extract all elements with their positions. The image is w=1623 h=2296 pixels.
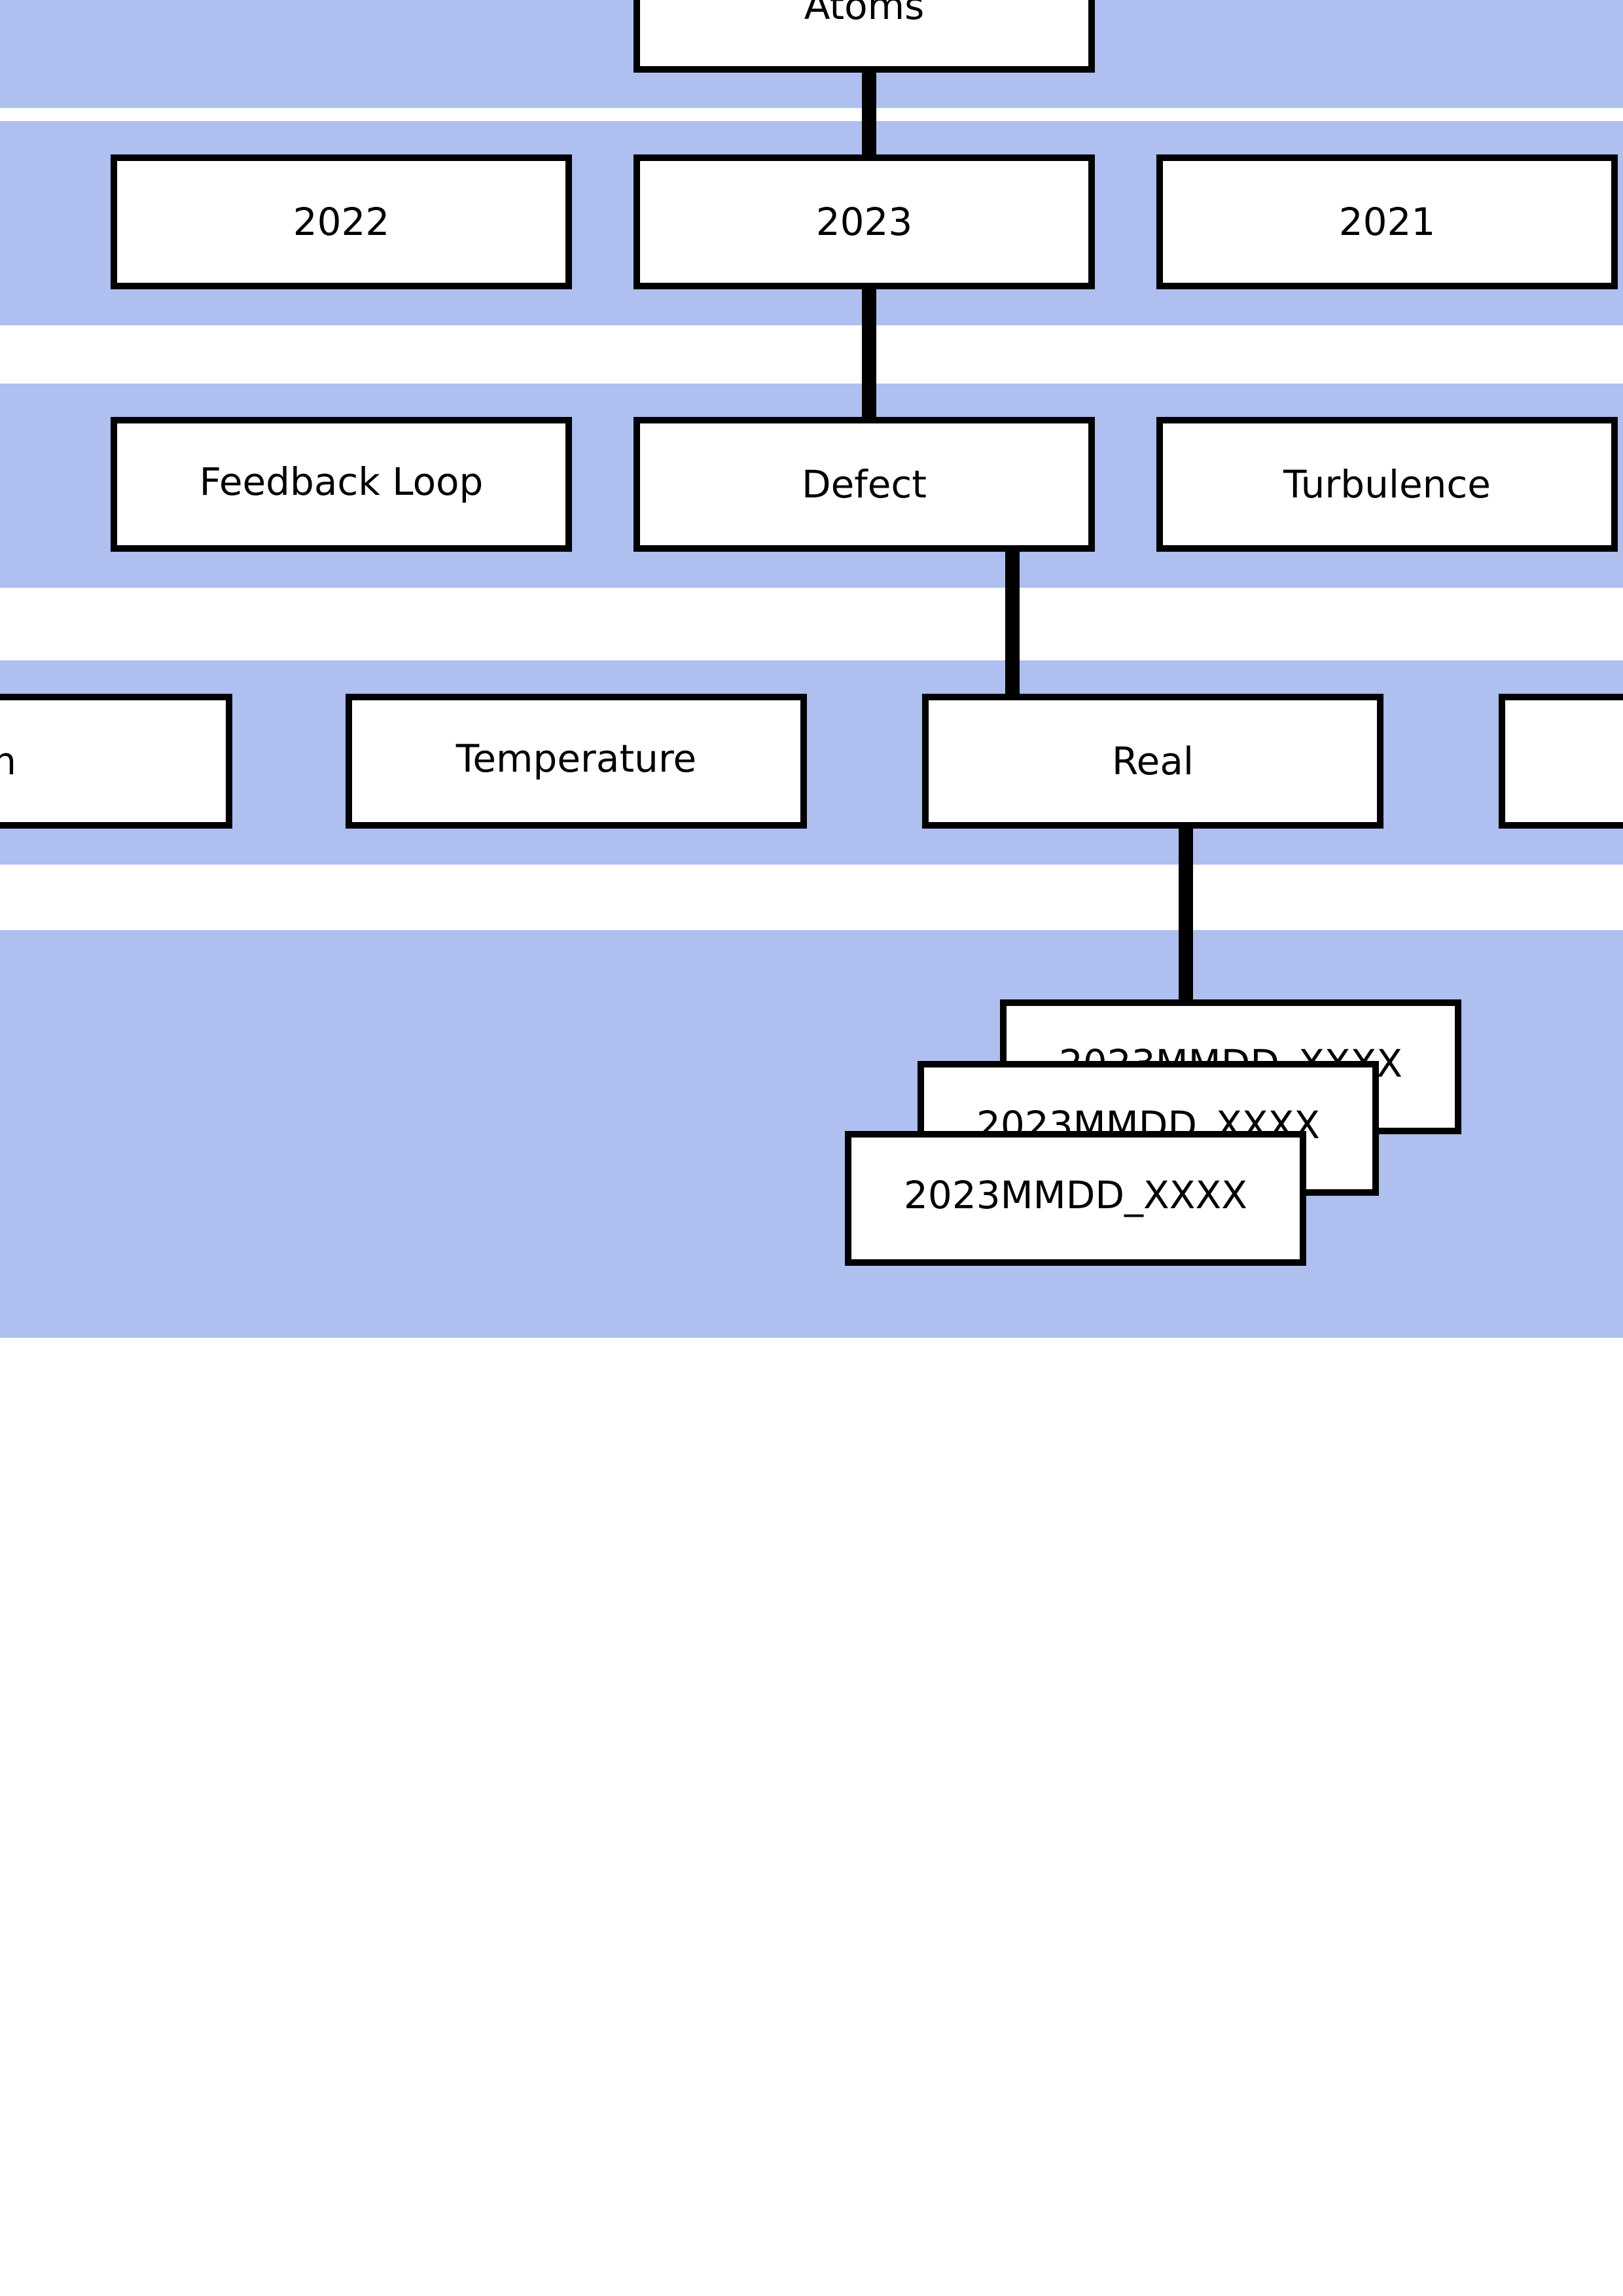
node-partial-left[interactable]: on [0,694,232,829]
node-partial-left-label: on [0,739,16,783]
node-turbulence[interactable]: Turbulence [1156,417,1618,552]
node-feedback-loop-label: Feedback Loop [199,459,484,504]
node-2023-label: 2023 [815,200,913,244]
node-2021-label: 2021 [1338,200,1436,244]
node-2022-label: 2022 [293,200,390,244]
record-card-front[interactable]: 2023MMDD_XXXX [845,1131,1306,1266]
record-card-front-label: 2023MMDD_XXXX [904,1173,1247,1217]
node-real-label: Real [1111,739,1194,783]
node-partial-right[interactable] [1499,694,1623,829]
node-temperature[interactable]: Temperature [346,694,807,829]
node-temperature-label: Temperature [455,736,697,781]
node-2023[interactable]: 2023 [633,154,1095,289]
node-defect-label: Defect [801,462,927,507]
node-defect[interactable]: Defect [633,417,1095,552]
node-turbulence-label: Turbulence [1283,462,1491,507]
node-2022[interactable]: 2022 [111,154,572,289]
connector-defect-real [1005,543,1020,700]
connector-2023-defect [862,281,876,425]
node-real[interactable]: Real [922,694,1383,829]
node-2021[interactable]: 2021 [1156,154,1618,289]
connector-real-records [1179,818,1193,1008]
connector-atoms-2023 [862,65,876,164]
node-atoms[interactable]: Atoms [633,0,1095,73]
node-atoms-label: Atoms [804,0,925,28]
node-feedback-loop[interactable]: Feedback Loop [111,417,572,552]
